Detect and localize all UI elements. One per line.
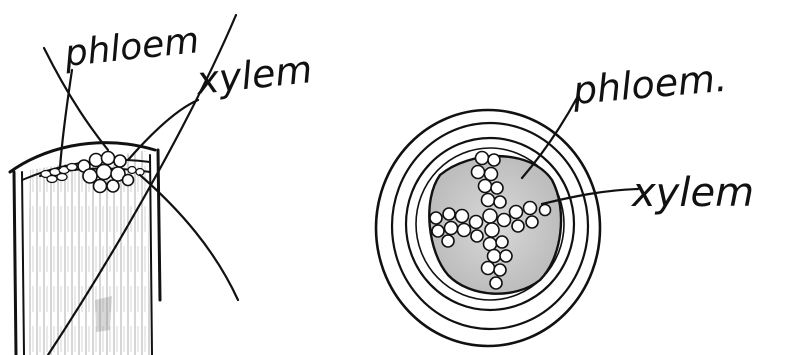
stem-xylem-label: xylem (193, 47, 314, 103)
stem-tissue-dark-patch (95, 296, 112, 332)
stem-left-wall-inner (22, 172, 24, 355)
phloem-leader-line-2 (60, 70, 72, 168)
stem-phloem-label: phloem (62, 20, 201, 75)
cross-phloem-label: phloem. (570, 56, 729, 113)
xylem-leader-line-2 (128, 100, 198, 160)
cross-section-stem: phloem. xylem (376, 56, 754, 346)
longitudinal-stem-section: phloem xylem (10, 15, 314, 355)
stem-left-wall-outer (14, 172, 16, 355)
stem-extension-line (140, 175, 238, 300)
cross-xylem-label: xylem (630, 170, 754, 216)
